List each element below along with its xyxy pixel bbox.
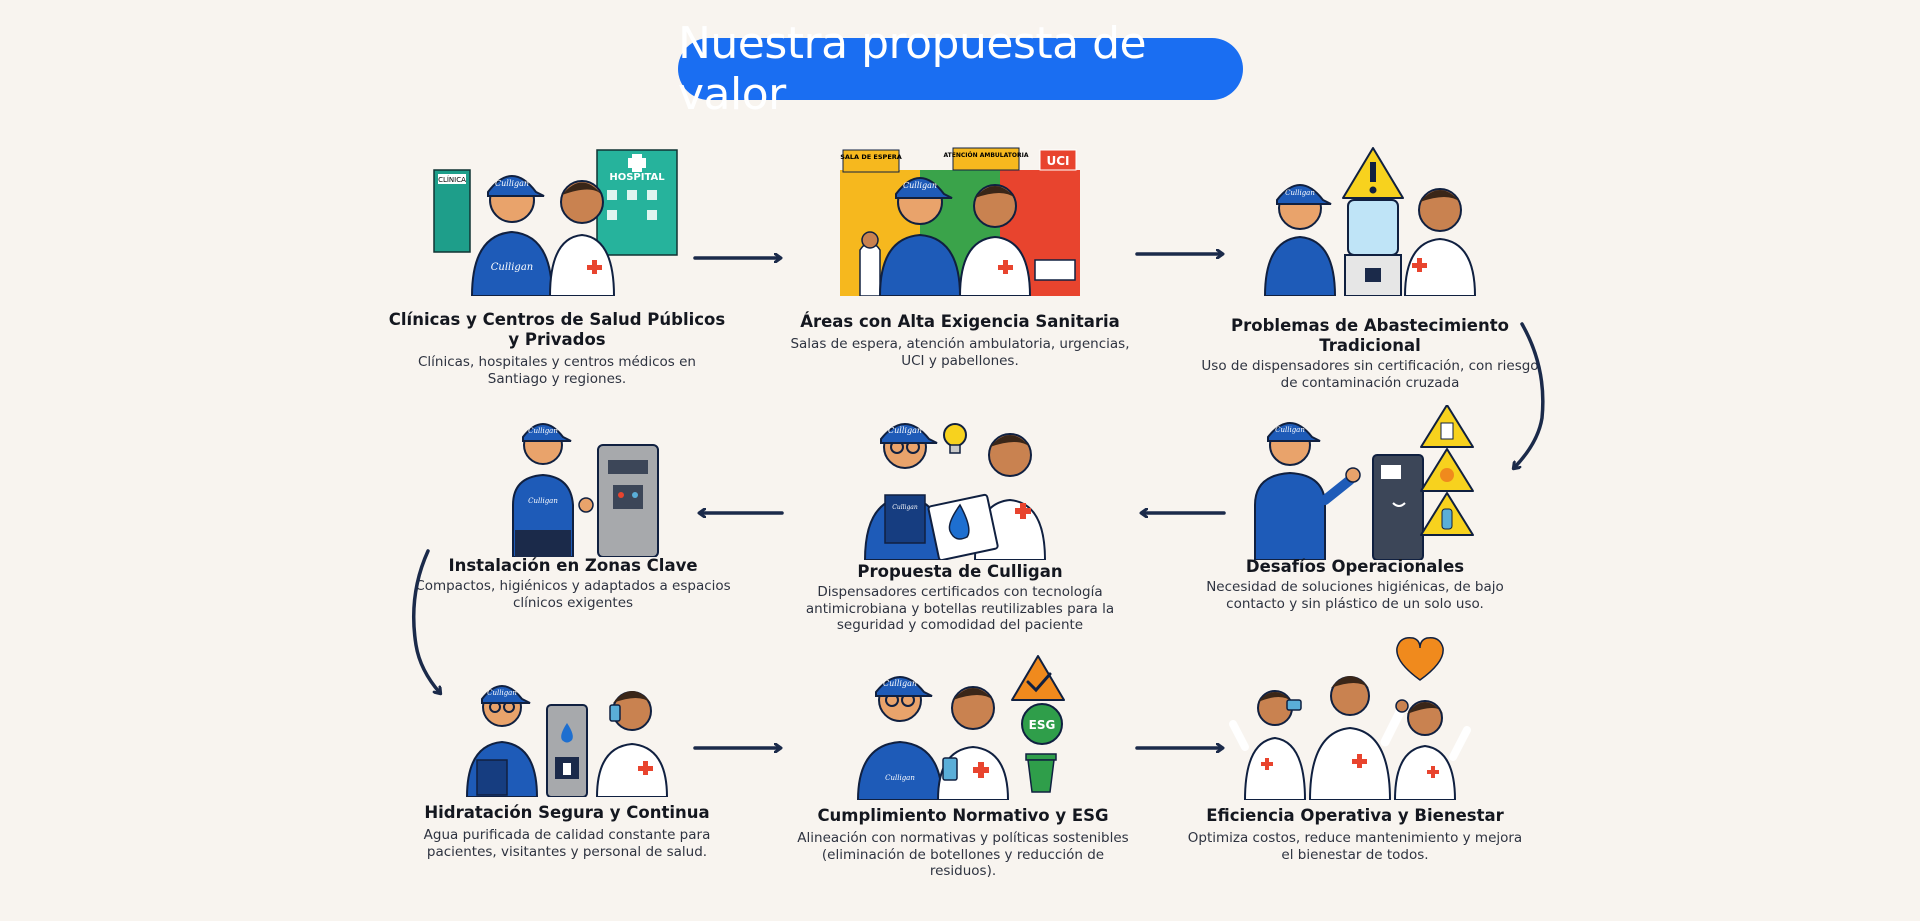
step-description: Compactos, higiénicos y adaptados a espa… (415, 578, 731, 611)
step-description: Salas de espera, atención ambulatoria, u… (790, 336, 1130, 369)
step-card-areas: SALA DE ESPERA ATENCIÓN AMBULATORIA UCI … (790, 140, 1130, 369)
operational-challenges-illustration: Culligan (1254, 405, 1474, 560)
step-title: Propuesta de Culligan (857, 562, 1063, 581)
arrow-right-icon (693, 243, 790, 273)
clinica-sign: CLÍNICA (438, 175, 466, 184)
efficiency-wellbeing-illustration (1229, 636, 1471, 800)
step-title: Instalación en Zonas Clave (448, 556, 698, 575)
medical-cross-icon (1015, 503, 1031, 519)
step-title: Hidratación Segura y Continua (424, 803, 710, 822)
safe-hydration-illustration: Culligan (465, 685, 669, 797)
step-card-instalacion: Culligan Culligan Instalación en Zonas C… (403, 405, 743, 611)
step-title: Problemas de Abastecimiento Tradicional (1231, 316, 1509, 355)
culligan-proposal-illustration: Culligan Culligan (863, 423, 1047, 560)
step-card-clinicas: CLÍNICA HOSPITAL Culligan Culligan Clíni… (387, 140, 727, 387)
step-description: Agua purificada de calidad constante par… (423, 827, 711, 860)
step-title: Cumplimiento Normativo y ESG (817, 806, 1109, 825)
svg-text:Culligan: Culligan (528, 427, 558, 435)
hospital-sign: HOSPITAL (609, 172, 665, 183)
svg-text:ESG: ESG (1029, 718, 1056, 732)
recycle-icon: ESG (1021, 703, 1063, 745)
arrow-left-icon (690, 498, 784, 528)
warning-icon (1342, 147, 1404, 199)
svg-text:Culligan: Culligan (528, 497, 558, 505)
step-title: Clínicas y Centros de Salud Públicos y P… (388, 310, 726, 349)
step-card-cumplimiento: Culligan Culligan ESG Cumplimiento Norma… (793, 650, 1133, 880)
step-card-propuesta: Culligan Culligan Propuesta de Culligan … (790, 405, 1130, 634)
svg-text:Culligan: Culligan (883, 679, 917, 688)
heart-icon (1396, 636, 1444, 681)
step-description: Dispensadores certificados con tecnologí… (805, 584, 1115, 633)
uci-sign: UCI (1046, 154, 1069, 168)
water-drop-icon (948, 503, 970, 540)
step-description: Optimiza costos, reduce mantenimiento y … (1187, 830, 1523, 863)
sanitary-areas-illustration: SALA DE ESPERA ATENCIÓN AMBULATORIA UCI … (840, 147, 1080, 296)
medical-cross-icon (638, 761, 653, 775)
step-description: Clínicas, hospitales y centros médicos e… (417, 354, 696, 387)
medical-cross-icon (628, 154, 646, 172)
step-card-hidratacion: Culligan Hidratación Segura y Continua A… (397, 665, 737, 860)
arrow-right-icon (1135, 239, 1232, 269)
step-title: Eficiencia Operativa y Bienestar (1206, 806, 1504, 825)
svg-text:Culligan: Culligan (903, 181, 937, 190)
svg-text:Culligan: Culligan (487, 689, 517, 697)
trash-bin-icon (1025, 753, 1057, 793)
arrow-left-icon (1132, 498, 1226, 528)
svg-text:Culligan: Culligan (1285, 189, 1315, 197)
sala-espera-sign: SALA DE ESPERA (840, 153, 902, 161)
medical-cross-icon (973, 762, 989, 778)
step-description: Alineación con normativas y políticas so… (797, 830, 1129, 879)
step-title: Desafíos Operacionales (1245, 557, 1465, 576)
curved-arrow-down-icon (1502, 322, 1545, 478)
compliance-esg-illustration: Culligan Culligan ESG (856, 655, 1065, 800)
svg-text:Culligan: Culligan (1275, 426, 1305, 434)
svg-text:Culligan: Culligan (888, 426, 922, 435)
step-description: Uso de dispensadores sin certificación, … (1201, 358, 1539, 391)
lightbulb-icon (943, 423, 967, 454)
clinic-worker-illustration: CLÍNICA HOSPITAL Culligan Culligan (433, 149, 678, 296)
svg-text:Culligan: Culligan (495, 179, 529, 188)
arrow-right-icon (693, 733, 790, 763)
atencion-sign: ATENCIÓN AMBULATORIA (944, 152, 1029, 159)
svg-text:Culligan: Culligan (491, 262, 534, 273)
step-card-problemas: Culligan Problemas de Abastecimiento Tra… (1200, 140, 1540, 391)
curved-arrow-down-icon (411, 549, 458, 705)
supply-problem-illustration: Culligan (1263, 147, 1477, 296)
svg-text:Culligan: Culligan (892, 504, 918, 511)
page-title: Nuestra propuesta de valor (678, 18, 1243, 120)
checkmark-icon (1011, 655, 1065, 701)
installation-illustration: Culligan Culligan (512, 423, 659, 557)
step-card-desafios: Culligan Desafíos Operacionales Necesida… (1185, 405, 1525, 612)
arrow-right-icon (1135, 733, 1232, 763)
step-card-eficiencia: Eficiencia Operativa y Bienestar Optimiz… (1185, 632, 1525, 863)
step-title: Áreas con Alta Exigencia Sanitaria (800, 312, 1120, 331)
step-description: Necesidad de soluciones higiénicas, de b… (1206, 579, 1504, 612)
svg-text:Culligan: Culligan (885, 774, 915, 782)
